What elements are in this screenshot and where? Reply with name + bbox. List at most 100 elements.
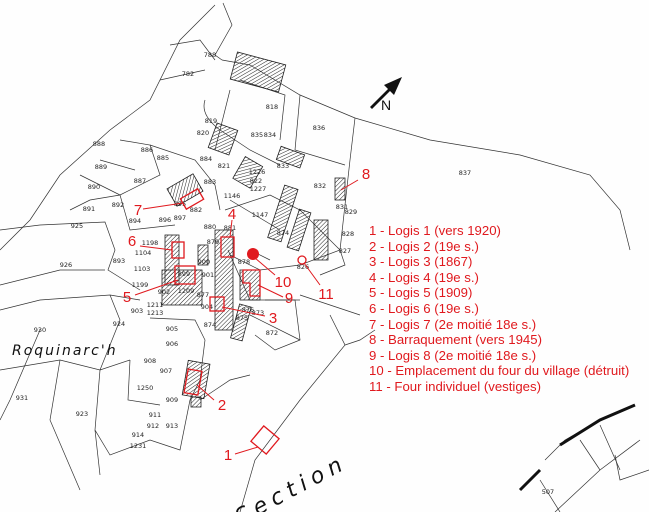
parcel-number: 1104 [135, 249, 152, 257]
parcel-number: 782 [182, 70, 194, 78]
parcel-number: 890 [88, 183, 100, 191]
legend-item: 2 - Logis 2 (19e s.) [369, 238, 479, 254]
building-outline-4 [220, 236, 235, 258]
parcel-number: 897 [174, 214, 186, 222]
parcel-number: 882 [190, 206, 202, 214]
marker-3: 3 [269, 310, 277, 327]
parcel-number: 821 [218, 162, 230, 170]
parcel-number: 895 [174, 200, 186, 208]
parcel-number: 876 [242, 306, 254, 314]
parcel-number: 925 [71, 222, 83, 230]
building-outline-2 [183, 368, 203, 396]
marker-leaders [134, 179, 359, 455]
parcel-number: 1250 [137, 384, 154, 392]
parcel-number: 874 [204, 321, 216, 329]
parcel-number: 894 [129, 217, 141, 225]
parcel-number: 926 [60, 261, 72, 269]
parcel-number: 905 [166, 325, 178, 333]
legend-item: 4 - Logis 4 (19e s.) [369, 269, 479, 285]
building-outline-3 [209, 296, 225, 312]
parcel-number: 1198 [142, 239, 159, 247]
parcel-number: 836 [313, 124, 325, 132]
parcel-number: 902 [158, 288, 170, 296]
legend-item: 11 - Four individuel (vestiges) [369, 378, 541, 394]
legend-item: 1 - Logis 1 (vers 1920) [369, 223, 501, 238]
marker-9: 9 [285, 290, 293, 307]
parcel-number: 923 [76, 410, 88, 418]
parcel-number: 1103 [134, 265, 151, 273]
parcel-number: 886 [141, 146, 153, 154]
parcel-number: 892 [112, 201, 124, 209]
parcel-number: 1231 [130, 442, 147, 450]
building-outline-5 [174, 265, 196, 285]
parcel-number: 818 [266, 103, 278, 111]
parcel-number: 507 [542, 488, 554, 496]
legend: 1 - Logis 1 (vers 1920) 2 - Logis 2 (19e… [369, 223, 629, 395]
parcel-number: 1213 [147, 309, 164, 317]
parcel-number: 889 [95, 163, 107, 171]
parcel-number: 873 [252, 309, 264, 317]
parcel-number: 908 [144, 357, 156, 365]
parcel-number: 888 [93, 140, 105, 148]
parcel-number: 901 [202, 271, 214, 279]
parcel-number: 878 [238, 258, 250, 266]
parcel-number: 907 [160, 367, 172, 375]
parcel-number: 914 [132, 431, 144, 439]
place-name-label: Roquinarc'h [12, 343, 118, 359]
parcel-number: 835 [251, 131, 263, 139]
parcel-number: 1147 [252, 211, 269, 219]
legend-item: 5 - Logis 5 (1909) [369, 285, 473, 301]
parcel-number: 1211 [147, 301, 164, 309]
parcel-number: 834 [264, 131, 276, 139]
hatched-buildings [161, 51, 346, 408]
legend-item: 6 - Logis 6 (19e s.) [369, 300, 479, 316]
marker-10: 10 [275, 274, 292, 291]
oven-site-11 [297, 255, 307, 265]
parcel-number: 912 [147, 422, 159, 430]
parcel-number: 903 [131, 307, 143, 315]
parcel-number: 819 [205, 117, 217, 125]
parcel-number: 822 [250, 177, 262, 185]
parcel-number: 827 [339, 247, 351, 255]
oven-site-10 [247, 248, 259, 260]
parcel-number: 930 [34, 326, 46, 334]
building-outline-7 [179, 187, 205, 211]
marker-7: 7 [134, 202, 142, 219]
parcel-number: 837 [459, 169, 471, 177]
parcel-number: 896 [159, 216, 171, 224]
parcel-number: 872 [266, 329, 278, 337]
marker-6: 6 [128, 233, 136, 250]
parcel-number: 1199 [132, 281, 149, 289]
building-outline-1 [249, 424, 281, 456]
marker-1: 1 [224, 447, 232, 464]
marker-8: 8 [362, 166, 370, 183]
parcel-labels: 788 782 818 819 820 836 837 835 834 833 … [16, 51, 554, 496]
parcel-number: 832 [314, 182, 326, 190]
parcel-number: 891 [83, 205, 95, 213]
parcel-number: 913 [166, 422, 178, 430]
parcel-number: 887 [134, 177, 146, 185]
north-arrow-icon [370, 77, 402, 109]
parcel-number: 1227 [250, 185, 267, 193]
parcel-number: 883 [204, 178, 216, 186]
marker-numbers: 1 2 3 4 5 6 7 8 9 10 11 [123, 166, 370, 464]
parcel-number: 877 [197, 291, 209, 299]
parcel-number: 906 [166, 340, 178, 348]
parcel-number: 788 [204, 51, 216, 59]
parcel-number: 899 [178, 270, 190, 278]
parcel-number: 909 [166, 396, 178, 404]
legend-item: 10 - Emplacement du four du village (dét… [369, 363, 630, 379]
parcel-number: 880 [204, 223, 216, 231]
highlighted-buildings [171, 187, 307, 456]
parcel-number: 881 [224, 224, 236, 232]
parcel-number: 900 [198, 258, 210, 266]
parcel-number: 828 [342, 230, 354, 238]
legend-item: 3 - Logis 3 (1867) [369, 254, 473, 270]
parcel-number: 875 [236, 314, 248, 322]
parcel-number: 924 [113, 320, 125, 328]
marker-2: 2 [218, 397, 226, 414]
parcel-number: 829 [345, 208, 357, 216]
